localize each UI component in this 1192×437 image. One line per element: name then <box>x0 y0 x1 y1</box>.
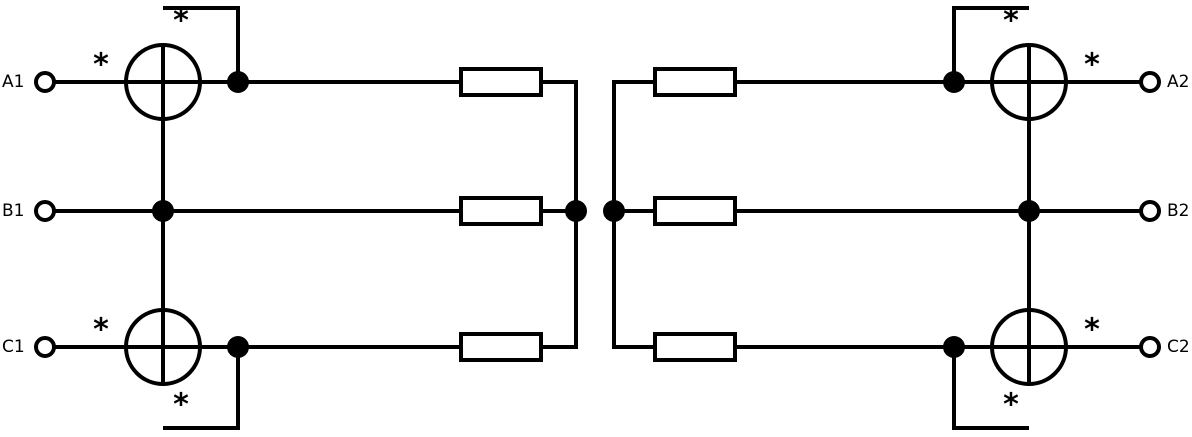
label-a2: A2 <box>1167 72 1189 92</box>
right-winding-a-bracket <box>952 6 1029 82</box>
label-c2: C2 <box>1167 337 1190 357</box>
right-resistor-a <box>653 67 737 97</box>
polarity-star-right-a-line: * <box>1084 48 1100 83</box>
junction-dot-left-b <box>152 200 174 222</box>
junction-dot-right-a <box>943 71 965 93</box>
terminal-c2[interactable] <box>1139 336 1161 358</box>
left-resistor-b <box>459 196 543 226</box>
label-b2: B2 <box>1167 201 1189 221</box>
terminal-c1[interactable] <box>34 336 56 358</box>
junction-dot-right-bus-b <box>603 200 625 222</box>
right-resistor-c <box>653 332 737 362</box>
terminal-b2[interactable] <box>1139 200 1161 222</box>
junction-dot-left-c <box>227 336 249 358</box>
junction-dot-left-bus-b <box>565 200 587 222</box>
right-winding-c-bracket <box>952 347 1029 430</box>
polarity-star-right-c-line: * <box>1084 313 1100 348</box>
polarity-star-left-a-line: * <box>93 48 109 83</box>
polarity-star-left-c-bracket: * <box>173 388 189 423</box>
junction-dot-left-a <box>227 71 249 93</box>
left-winding-a-bracket <box>163 6 240 82</box>
polarity-star-right-a-bracket: * <box>1003 4 1019 39</box>
polarity-star-left-a-bracket: * <box>173 4 189 39</box>
left-resistor-a <box>459 67 543 97</box>
polarity-star-right-c-bracket: * <box>1003 388 1019 423</box>
junction-dot-right-c <box>943 336 965 358</box>
polarity-star-left-c-line: * <box>93 313 109 348</box>
left-resistor-c <box>459 332 543 362</box>
label-c1: C1 <box>2 337 25 357</box>
left-winding-c-bracket <box>163 347 240 430</box>
label-b1: B1 <box>2 201 24 221</box>
terminal-a2[interactable] <box>1139 71 1161 93</box>
terminal-a1[interactable] <box>34 71 56 93</box>
junction-dot-right-b <box>1018 200 1040 222</box>
label-a1: A1 <box>2 72 24 92</box>
terminal-b1[interactable] <box>34 200 56 222</box>
right-resistor-b <box>653 196 737 226</box>
